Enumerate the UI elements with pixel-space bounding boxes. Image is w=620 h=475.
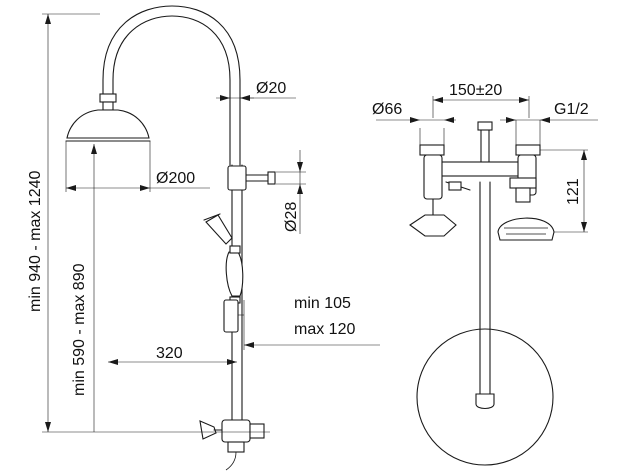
arm-diameter-label: Ø20 xyxy=(256,80,286,97)
valve-height-label: 121 xyxy=(565,178,582,205)
shower-head xyxy=(66,109,150,139)
head-projection-label: 320 xyxy=(156,345,183,362)
hand-shower xyxy=(205,214,233,245)
riser-diameter-label: Ø28 xyxy=(283,202,300,232)
wall-distance-min-label: min 105 xyxy=(294,295,351,312)
thread-label: G1/2 xyxy=(554,101,589,118)
head-height-label: min 590 - max 890 xyxy=(71,263,88,396)
wall-distance-max-label: max 120 xyxy=(294,321,355,338)
overall-height-label: min 940 - max 1240 xyxy=(27,170,44,312)
riser-coupling xyxy=(227,165,247,191)
front-view: Ø66 150±20 G1/2 121 xyxy=(372,82,598,466)
head-diameter-label: Ø200 xyxy=(156,170,195,187)
flange-diameter-label: Ø66 xyxy=(372,101,402,118)
side-view: min 940 - max 1240 min 590 - max 890 Ø20… xyxy=(27,5,380,471)
gooseneck-arm xyxy=(102,5,241,166)
bottom-mixer xyxy=(199,419,265,471)
centres-label: 150±20 xyxy=(449,82,502,99)
left-valve xyxy=(409,144,471,237)
hand-shower-front xyxy=(497,187,555,241)
